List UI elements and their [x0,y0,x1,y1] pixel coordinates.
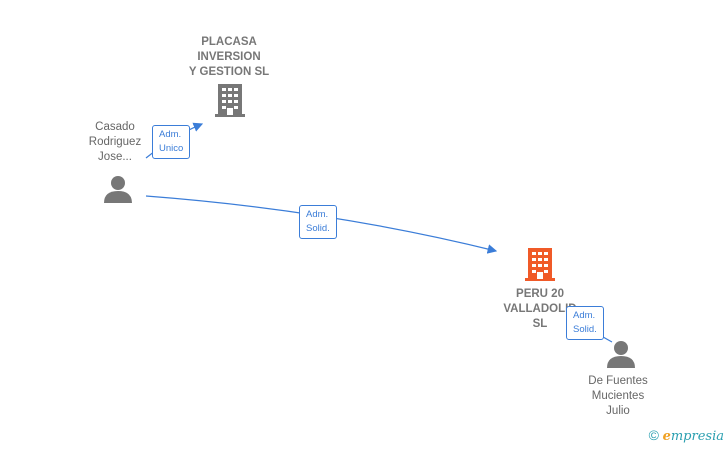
building-icon[interactable] [525,248,555,281]
copyright-icon: © [648,427,659,443]
brand-name: mpresia [670,429,724,444]
node-label-casado[interactable]: Casado Rodriguez Jose... [88,121,142,163]
edge-label-adm-unico: Adm. Unico [152,125,191,159]
person-icon[interactable] [607,341,635,368]
node-label-placasa[interactable]: PLACASA INVERSION Y GESTION SL [188,36,270,78]
node-label-defuentes[interactable]: De Fuentes Mucientes Julio [588,375,648,417]
brand-initial: e [662,429,671,444]
edge-label-adm-solid-1: Adm. Solid. [299,205,337,239]
person-icon[interactable] [104,176,132,203]
edge-label-adm-solid-2: Adm. Solid. [566,306,604,340]
node-label-peru[interactable]: PERU 20 VALLADOLID SL [503,288,577,330]
empresia-logo[interactable]: © empresia [649,427,724,444]
building-icon[interactable] [215,84,245,117]
